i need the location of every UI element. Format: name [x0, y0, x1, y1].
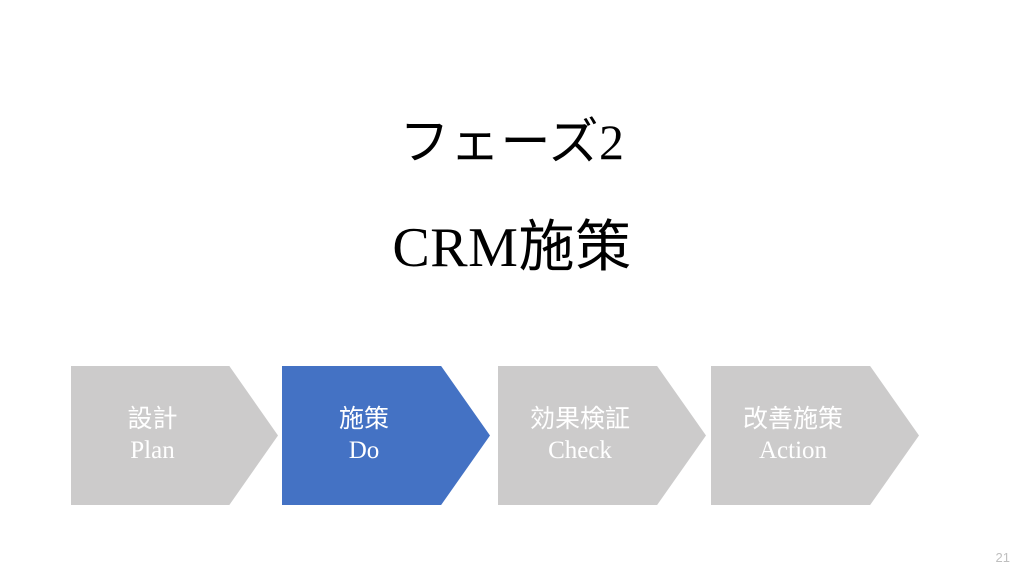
page-title-primary: フェーズ2 — [399, 114, 625, 170]
slide-page-number: 21 — [995, 550, 1010, 565]
pdca-step-action[interactable]: 改善施策 Action — [711, 366, 919, 505]
pdca-step-action-label-en: Action — [758, 437, 828, 464]
pdca-step-check-label-en: Check — [548, 437, 612, 464]
pdca-chevron-row: 設計 Plan 施策 Do 効果検証 Check 改善施策 Action — [71, 366, 951, 506]
slide-title-block: フェーズ2 CRM施策 — [0, 112, 1024, 280]
pdca-step-action-label-jp: 改善施策 — [742, 406, 843, 433]
pdca-step-do-label-en: Do — [348, 437, 380, 464]
pdca-step-plan-label-en: Plan — [130, 437, 175, 464]
pdca-step-check-label-jp: 効果検証 — [529, 406, 630, 433]
pdca-step-plan-label-jp: 設計 — [127, 406, 178, 433]
pdca-step-do[interactable]: 施策 Do — [282, 366, 490, 505]
page-title-secondary: CRM施策 — [392, 217, 632, 279]
pdca-step-do-label-jp: 施策 — [338, 406, 389, 433]
pdca-step-plan[interactable]: 設計 Plan — [71, 366, 278, 505]
pdca-step-check[interactable]: 効果検証 Check — [498, 366, 706, 505]
